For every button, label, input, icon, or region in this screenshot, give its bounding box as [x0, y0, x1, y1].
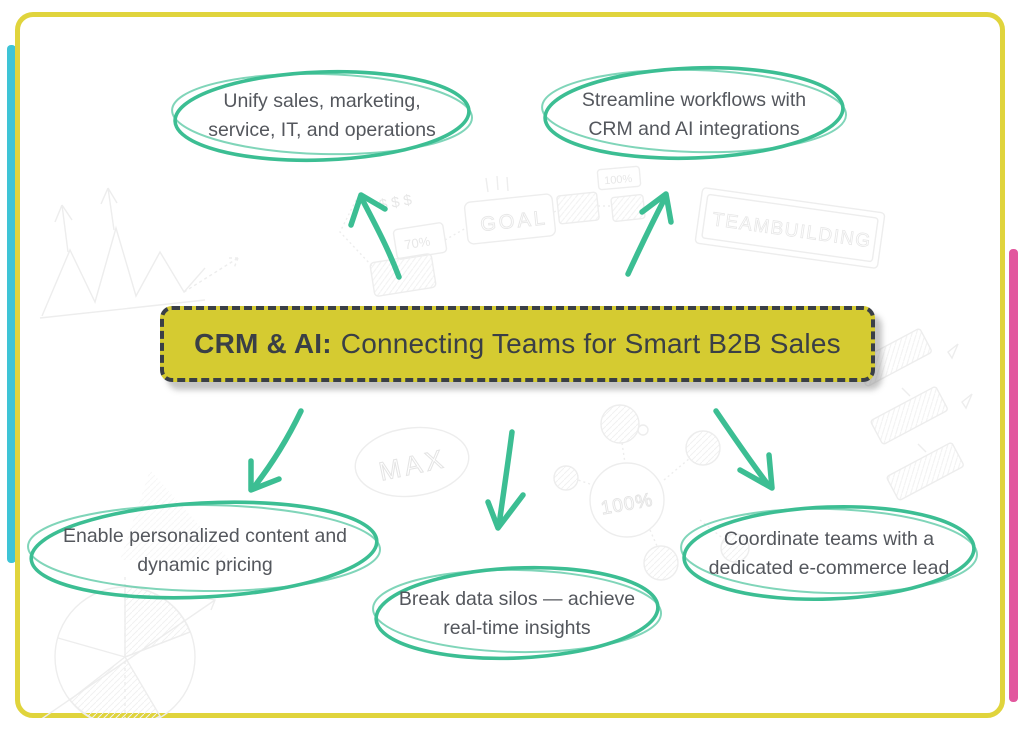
bubble-streamline: Streamline workflows with CRM and AI int…	[544, 86, 844, 144]
arrow-to-coordinate	[713, 408, 775, 491]
bubble-personalize: Enable personalized content and dynamic …	[40, 522, 370, 580]
bubble-coordinate: Coordinate teams with a dedicated e-comm…	[679, 525, 979, 583]
doodle-percent-network: 100%	[553, 404, 750, 581]
doodle-seventy-label: 70%	[403, 233, 431, 252]
bubble-outline-streamline	[541, 65, 848, 161]
doodle-line-chart	[39, 187, 239, 319]
bubble-outline-unify	[171, 69, 474, 163]
bubble-personalize-line2: dynamic pricing	[137, 553, 273, 576]
doodle-hundred-top-label: 100%	[604, 173, 633, 187]
bubble-streamline-line1: Streamline workflows with	[581, 89, 807, 111]
title-box: CRM & AI: Connecting Teams for Smart B2B…	[160, 306, 875, 382]
bubble-outline-silos	[372, 565, 663, 661]
bubble-outline-coordinate	[680, 504, 979, 602]
bubble-coordinate-line2: dedicated e-commerce lead	[708, 556, 950, 579]
bubble-silos-line2: real-time insights	[443, 616, 591, 639]
bubble-unify-line1: Unify sales, marketing,	[223, 90, 421, 112]
right-pink-accent-bar	[1009, 249, 1018, 702]
bubble-silos: Break data silos — achieve real-time ins…	[377, 585, 657, 643]
doodle-pie-chart	[41, 577, 216, 718]
doodle-sketches: $$$ 70% GOAL 100%	[39, 165, 973, 718]
bubble-unify-line2: service, IT, and operations	[208, 118, 436, 141]
arrow-to-silos	[485, 429, 526, 531]
bubble-silos-line1: Break data silos — achieve	[398, 588, 636, 610]
arrow-to-streamline	[625, 191, 674, 277]
bubble-personalize-line1: Enable personalized content and	[62, 525, 348, 547]
title-text: Connecting Teams for Smart B2B Sales	[340, 328, 841, 359]
bubble-unify: Unify sales, marketing, service, IT, and…	[162, 87, 482, 145]
left-teal-accent-bar	[7, 45, 16, 563]
doodle-goal-flowchart: $$$ 70% GOAL 100%	[339, 165, 646, 297]
doodle-layer: $$$ 70% GOAL 100%	[15, 12, 1005, 718]
bubble-outline-personalize	[27, 500, 382, 600]
arrow-to-personalize	[248, 408, 304, 493]
doodle-triangle	[120, 470, 230, 560]
arrow-to-unify	[348, 192, 402, 280]
title-prefix: CRM & AI:	[194, 328, 332, 359]
bubble-coordinate-line1: Coordinate teams with a	[723, 528, 935, 550]
bubble-streamline-line2: CRM and AI integrations	[588, 117, 800, 140]
